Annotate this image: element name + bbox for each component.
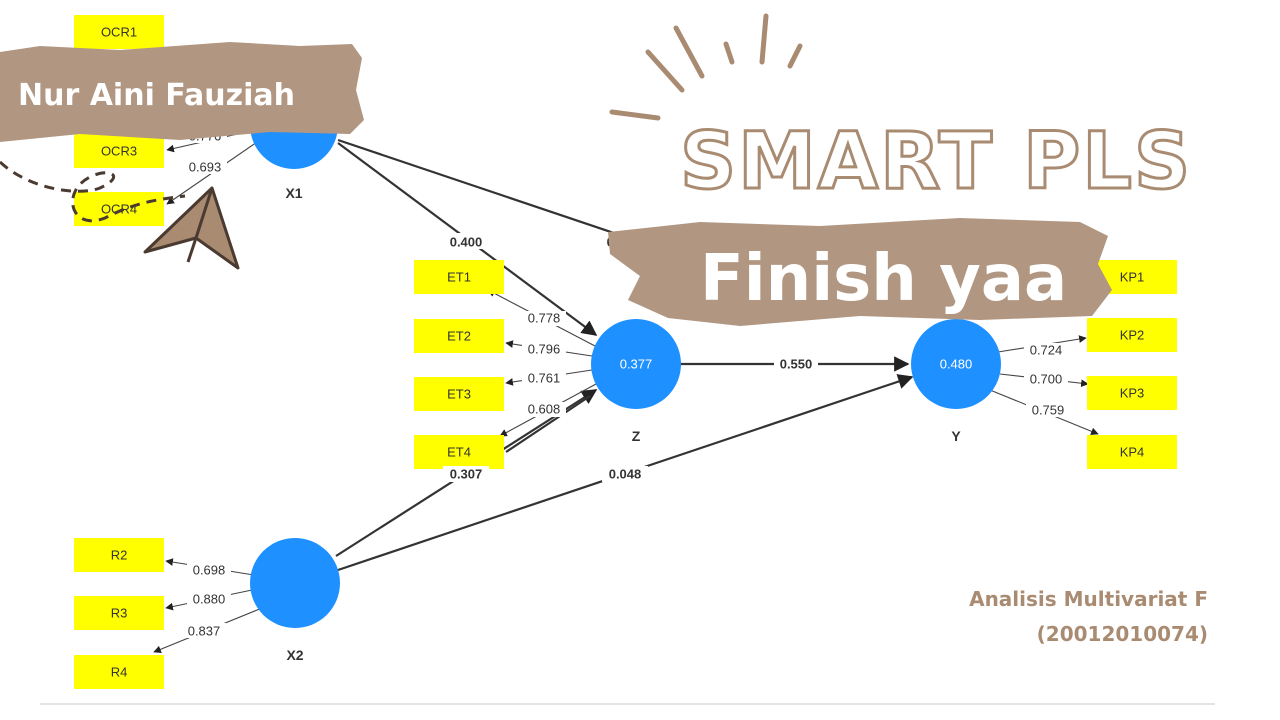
indicator-r3: R3 [74, 596, 164, 630]
loading-r3: 0.880 [193, 592, 226, 607]
indicator-et2: ET2 [414, 319, 504, 353]
coef-x1-z: 0.400 [450, 235, 483, 250]
svg-text:R3: R3 [111, 606, 128, 621]
indicator-ocr3: OCR3 [74, 134, 164, 168]
svg-text:Finish yaa: Finish yaa [700, 242, 1067, 316]
loading-et1: 0.778 [528, 311, 561, 326]
loading-r2: 0.698 [193, 563, 226, 578]
svg-text:R2: R2 [111, 548, 128, 563]
course-line-1: Analisis Multivariat F [969, 587, 1208, 611]
svg-text:Z: Z [632, 428, 641, 444]
loading-ocr4: 0.693 [189, 160, 222, 175]
svg-text:OCR3: OCR3 [101, 144, 137, 159]
svg-text:KP1: KP1 [1120, 270, 1145, 285]
indicator-et3: ET3 [414, 377, 504, 411]
loading-et3: 0.761 [528, 371, 561, 386]
latent-y: 0.480 Y [911, 319, 1001, 444]
svg-text:X1: X1 [285, 185, 302, 201]
svg-text:R4: R4 [111, 665, 128, 680]
path-et4-z-dup [505, 395, 591, 453]
author-banner: Nur Aini Fauziah [0, 42, 364, 142]
latent-x2: X2 [250, 538, 340, 663]
svg-text:OCR4: OCR4 [101, 202, 137, 217]
coef-x2-y: 0.048 [609, 467, 642, 482]
loading-r4: 0.837 [188, 624, 221, 639]
svg-text:Nur Aini Fauziah: Nur Aini Fauziah [18, 78, 295, 113]
outer-loadings: 0.776 0.693 0.778 0.796 0.761 0.608 0.72… [182, 128, 1070, 639]
loading-kp4: 0.759 [1032, 403, 1065, 418]
loading-kp2: 0.724 [1030, 343, 1063, 358]
latents: X1 0.377 Z 0.480 Y X2 [250, 81, 1001, 663]
svg-text:OCR1: OCR1 [101, 25, 137, 40]
svg-text:KP2: KP2 [1120, 328, 1145, 343]
svg-text:ET3: ET3 [447, 387, 471, 402]
svg-text:0.480: 0.480 [940, 357, 973, 372]
coef-z-y: 0.550 [780, 357, 813, 372]
paper-plane-decoration [0, 160, 240, 270]
svg-text:X2: X2 [286, 647, 303, 663]
course-line-2: (20012010074) [1037, 622, 1208, 646]
indicator-ocr1: OCR1 [74, 15, 164, 49]
indicator-r4: R4 [74, 655, 164, 689]
burst-lines [609, 13, 803, 121]
loading-et4: 0.608 [528, 402, 561, 417]
loading-kp3: 0.700 [1030, 372, 1063, 387]
indicator-et1: ET1 [414, 260, 504, 294]
svg-text:KP4: KP4 [1120, 445, 1145, 460]
indicator-kp3: KP3 [1087, 376, 1177, 410]
svg-text:ET2: ET2 [447, 329, 471, 344]
heading: SMART PLS [680, 117, 1192, 207]
svg-text:0.377: 0.377 [620, 357, 653, 372]
svg-text:ET4: ET4 [447, 445, 471, 460]
finish-banner: Finish yaa [608, 218, 1112, 326]
indicator-et4: ET4 [414, 435, 504, 469]
indicators: OCR1 OCR3 OCR4 ET1 ET2 ET3 ET4 KP1 KP2 K… [74, 15, 1177, 689]
svg-text:ET1: ET1 [447, 270, 471, 285]
indicator-kp4: KP4 [1087, 435, 1177, 469]
indicator-r2: R2 [74, 538, 164, 572]
coef-x2-z: 0.307 [450, 467, 483, 482]
latent-z: 0.377 Z [591, 319, 681, 444]
indicator-kp2: KP2 [1087, 318, 1177, 352]
loading-et2: 0.796 [528, 342, 561, 357]
svg-text:KP3: KP3 [1120, 386, 1145, 401]
svg-text:Y: Y [951, 428, 961, 444]
